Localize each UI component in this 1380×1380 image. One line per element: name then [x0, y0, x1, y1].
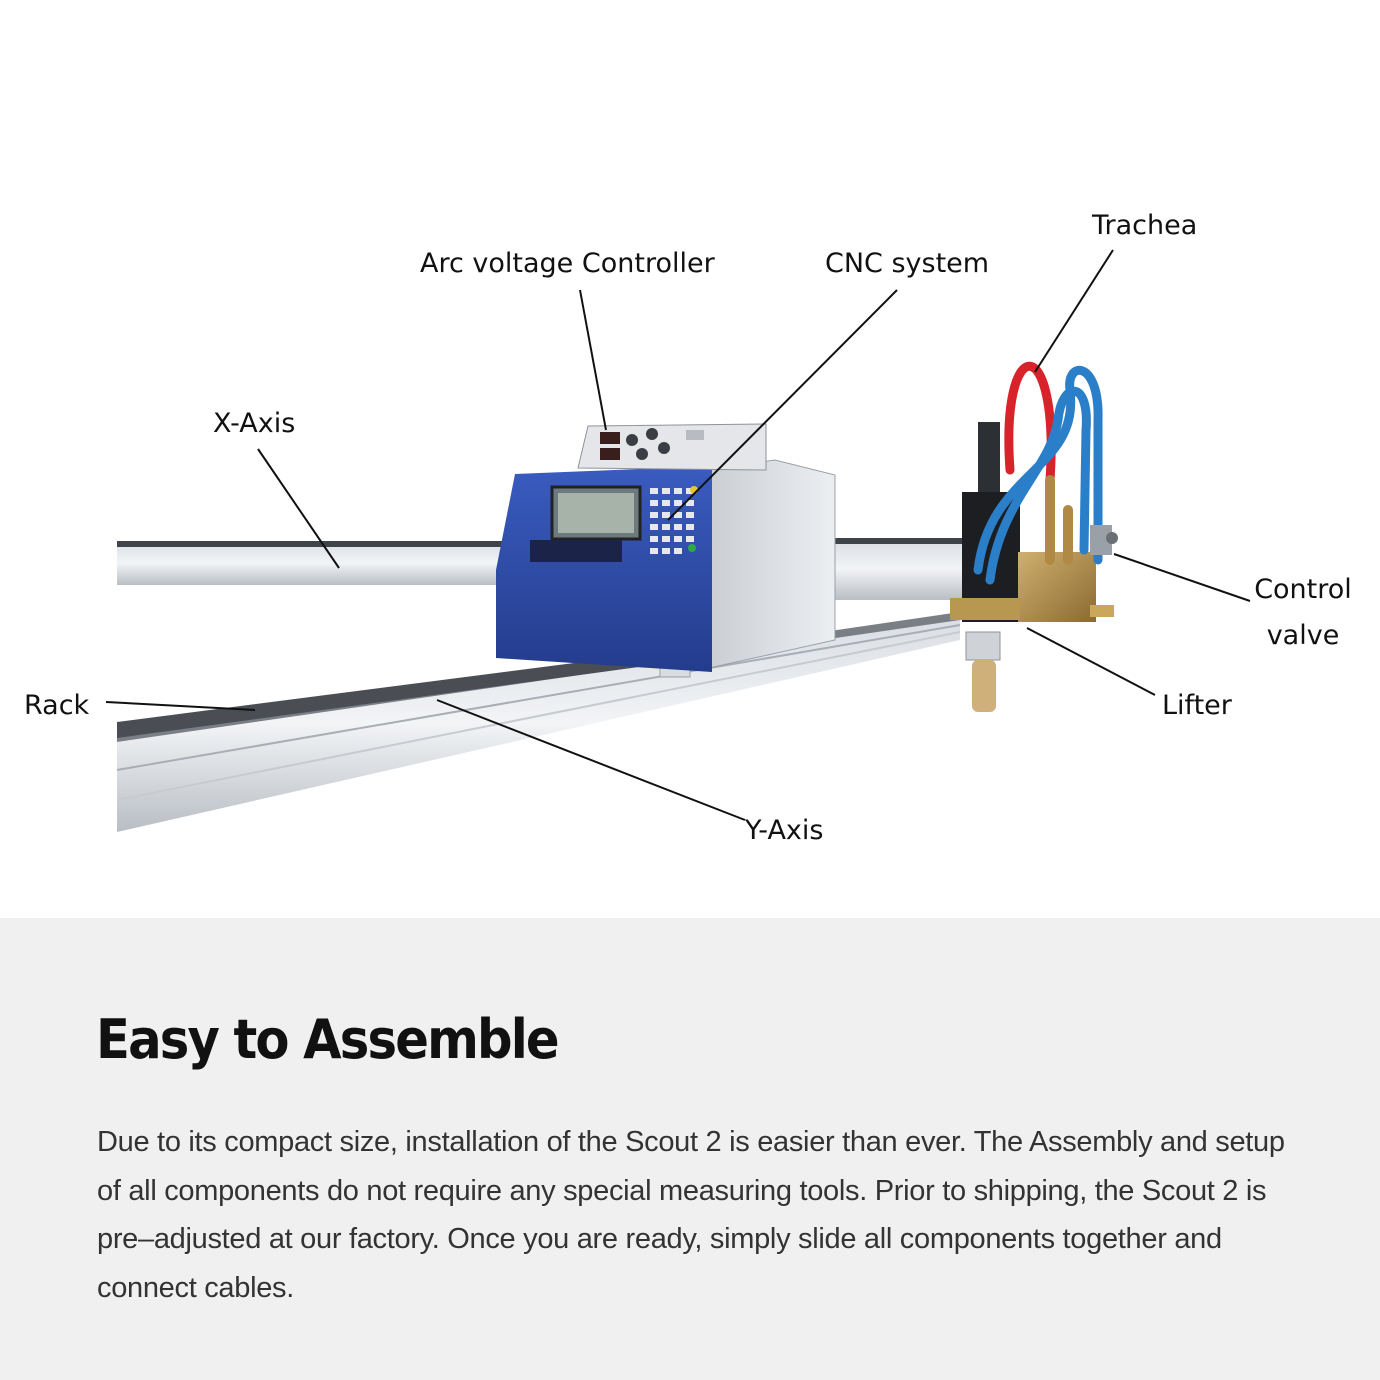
label-trachea: Trachea [1092, 210, 1198, 241]
label-x-axis: X-Axis [213, 408, 296, 439]
feature-section: Easy to Assemble Due to its compact size… [0, 918, 1380, 1380]
label-cnc-system: CNC system [825, 248, 990, 279]
leader-x-axis [257, 448, 340, 569]
label-control-valve-line2: valve [1266, 620, 1340, 651]
product-diagram: Arc voltage Controller CNC system Trache… [24, 210, 1353, 846]
leader-control-valve [1113, 553, 1251, 602]
section-title: Easy to Assemble [96, 1008, 560, 1071]
label-rack: Rack [24, 690, 90, 721]
leader-lifter [1026, 627, 1156, 696]
section-body: Due to its compact size, installation of… [97, 1126, 1285, 1304]
cnc-keypad [650, 488, 694, 554]
leader-cnc-system [667, 289, 898, 521]
callout-leader-lines [105, 249, 1251, 821]
leader-rack [105, 701, 256, 711]
cnc-plasma-cutter-illustration [105, 249, 1251, 832]
leader-y-axis [436, 699, 746, 821]
label-y-axis: Y-Axis [745, 815, 824, 846]
cnc-housing [496, 466, 745, 672]
leader-trachea [1034, 249, 1114, 373]
rack [117, 648, 690, 738]
control-valve [1090, 525, 1118, 555]
label-control-valve-line1: Control [1254, 574, 1352, 605]
label-control-valve: Control valve [1253, 567, 1353, 659]
label-lifter: Lifter [1162, 690, 1232, 721]
arc-voltage-controller-box [577, 423, 767, 471]
label-arc-voltage-controller: Arc voltage Controller [420, 248, 715, 279]
gas-hoses [973, 361, 1103, 585]
leader-arc-voltage-controller [579, 289, 607, 431]
